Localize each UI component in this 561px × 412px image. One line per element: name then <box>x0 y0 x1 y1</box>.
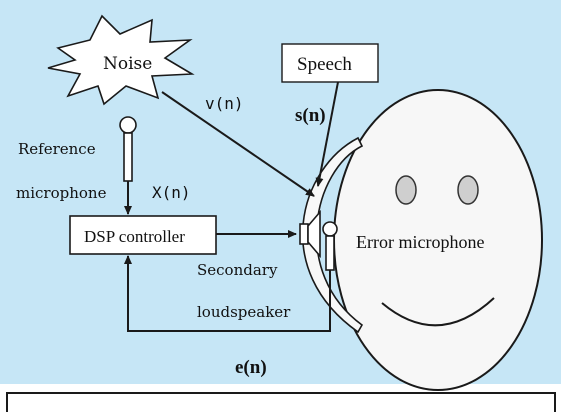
noise-starburst <box>47 14 195 106</box>
sn-label: s(n) <box>295 105 326 126</box>
reference-mic-head <box>119 116 137 134</box>
loudspeaker-body <box>299 223 309 245</box>
speech-path-arrow <box>315 81 339 187</box>
right-eye <box>457 175 479 205</box>
left-eye <box>395 175 417 205</box>
reference-label-line1: Reference <box>18 140 96 158</box>
reference-label-line2: microphone <box>16 184 107 202</box>
dsp-controller-box <box>69 215 217 255</box>
secondary-label: Secondary <box>197 261 278 279</box>
error-mic-body <box>325 235 335 271</box>
xn-label: X(n) <box>152 183 191 202</box>
error-feedback-path <box>124 255 331 332</box>
vn-label: v(n) <box>205 94 244 113</box>
en-label: e(n) <box>235 357 267 378</box>
speech-label: Speech <box>297 54 352 75</box>
loudspeaker-cone <box>307 209 321 259</box>
reference-mic-body <box>123 132 133 182</box>
smile-mouth <box>381 297 495 327</box>
dsp-controller-label: DSP controller <box>84 227 185 246</box>
loudspeaker-label: loudspeaker <box>197 303 291 321</box>
caption-box <box>6 392 556 412</box>
speech-box <box>281 43 379 83</box>
noise-label: Noise <box>103 54 152 74</box>
noise-path-arrow <box>161 91 315 197</box>
error-microphone-label: Error microphone <box>356 232 484 252</box>
error-mic-head <box>322 221 338 237</box>
